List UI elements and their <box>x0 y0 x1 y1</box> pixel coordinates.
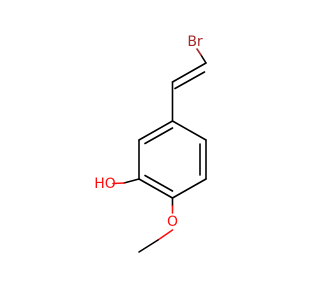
molecule-structure: Br HO O <box>94 34 207 253</box>
bond-vinyl-to-br-black <box>200 54 207 64</box>
ring-bond-c6-c1 <box>138 120 174 141</box>
ring-bond-c4-c5-inner <box>144 174 174 192</box>
bond-o-to-methyl-red <box>157 229 174 241</box>
bond-vinyl-double-outer <box>171 62 207 83</box>
bond-c5-to-oh-red <box>112 182 125 185</box>
bond-vinyl-double-inner <box>174 71 206 90</box>
ring-bond-c6-c1-inner <box>144 127 174 145</box>
bond-vinyl-to-br-red <box>196 48 202 56</box>
molecule-diagram: Br HO O <box>94 34 207 253</box>
bromine-label: Br <box>187 34 203 50</box>
ring-bond-c4-c5 <box>138 178 174 199</box>
ring-bond-c1-c2 <box>171 120 207 141</box>
methoxy-oxygen-label: O <box>167 214 178 230</box>
hydroxyl-label: HO <box>94 176 116 192</box>
ring-bond-c3-c4 <box>171 178 207 199</box>
bond-c5-to-oh-black <box>123 178 140 184</box>
bond-o-to-methyl-black <box>138 239 159 253</box>
